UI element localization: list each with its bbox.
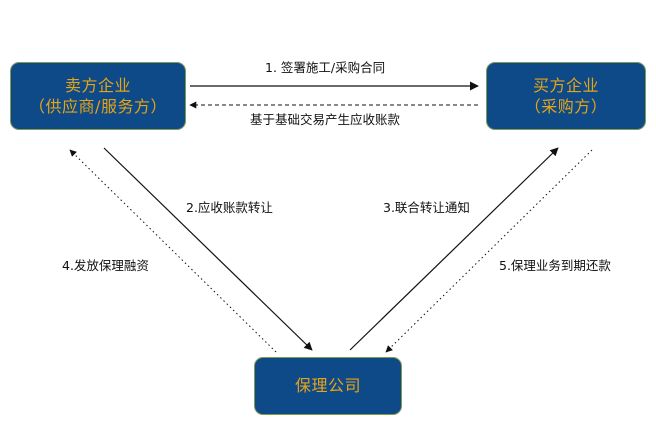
connector-maturity-repayment bbox=[385, 149, 593, 353]
node-seller-line-1: 卖方企业 bbox=[64, 75, 131, 95]
node-factor-line-1: 保理公司 bbox=[294, 376, 361, 396]
node-seller-line-2: （供应商/服务方） bbox=[29, 97, 167, 116]
edge-label-receivable: 基于基础交易产生应收账款 bbox=[250, 112, 401, 127]
node-seller-enterprise[interactable]: 卖方企业 （供应商/服务方） bbox=[10, 62, 186, 130]
node-buyer-line-1: 买方企业 bbox=[532, 75, 599, 95]
edge-label-contract: 1. 签署施工/采购合同 bbox=[265, 60, 386, 75]
edge-label-joint-transfer-notice: 3.联合转让通知 bbox=[383, 200, 470, 215]
node-buyer-enterprise[interactable]: 买方企业 （采购方） bbox=[486, 62, 646, 130]
edge-label-factoring-funding: 4.发放保理融资 bbox=[62, 258, 149, 273]
node-factoring-company[interactable]: 保理公司 bbox=[254, 357, 402, 415]
connector-factoring-funding bbox=[69, 149, 277, 353]
node-buyer-line-2: （采购方） bbox=[524, 97, 608, 116]
edge-label-receivable-transfer: 2.应收账款转让 bbox=[186, 200, 273, 215]
connector-receivable-transfer bbox=[103, 147, 313, 351]
edge-label-maturity-repayment: 5.保理业务到期还款 bbox=[499, 258, 611, 273]
connector-joint-transfer-notice bbox=[349, 147, 559, 351]
